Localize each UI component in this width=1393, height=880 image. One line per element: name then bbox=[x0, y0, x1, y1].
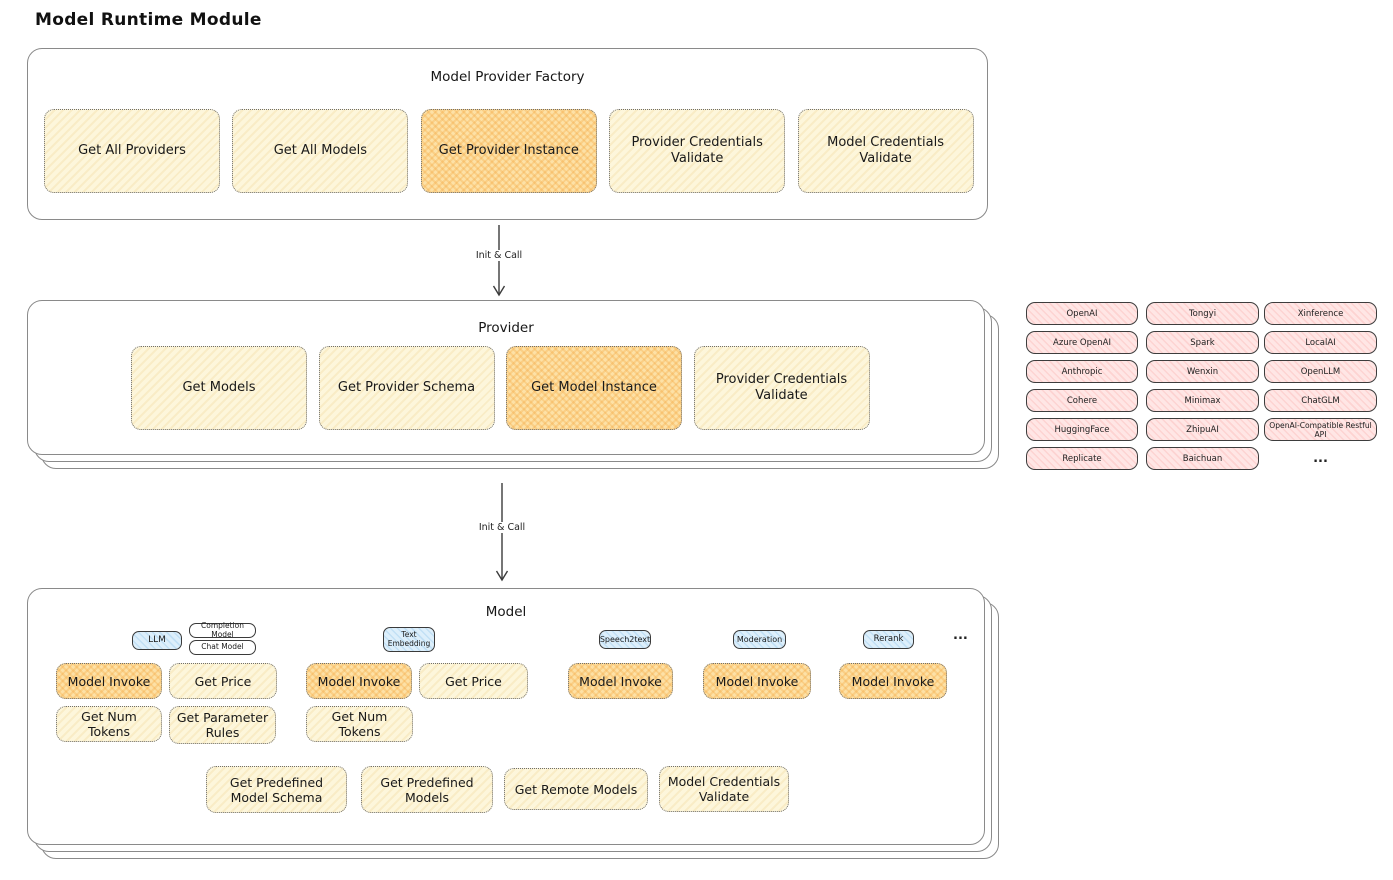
provider-item-xinference[interactable]: Xinference bbox=[1264, 302, 1377, 325]
tag-completion-model[interactable]: Completion Model bbox=[189, 621, 256, 638]
provider-list-column-1: OpenAI Azure OpenAI Anthropic Cohere Hug… bbox=[1026, 302, 1138, 470]
moderation-model-invoke-button[interactable]: Model Invoke bbox=[703, 663, 811, 699]
provider-item-localai[interactable]: LocalAI bbox=[1264, 331, 1377, 354]
get-model-instance-button[interactable]: Get Model Instance bbox=[506, 346, 682, 430]
tag-moderation[interactable]: Moderation bbox=[733, 630, 786, 649]
factory-button-row: Get All Providers Get All Models Get Pro… bbox=[44, 109, 974, 193]
down-arrow-icon bbox=[492, 225, 506, 297]
llm-get-parameter-rules-button[interactable]: Get Parameter Rules bbox=[169, 706, 276, 744]
provider-button-row: Get Models Get Provider Schema Get Model… bbox=[131, 346, 870, 430]
model-provider-factory-card[interactable]: Model Provider Factory Get All Providers… bbox=[27, 48, 988, 220]
provider-item-openllm[interactable]: OpenLLM bbox=[1264, 360, 1377, 383]
model-card[interactable]: Model LLM Completion Model Chat Model Te… bbox=[27, 588, 985, 845]
diagram-title: Model Runtime Module bbox=[35, 10, 262, 30]
model-tags-more-indicator: ... bbox=[953, 628, 968, 643]
tag-speech2text[interactable]: Speech2text bbox=[599, 630, 651, 649]
provider-item-spark[interactable]: Spark bbox=[1146, 331, 1259, 354]
provider-card-title: Provider bbox=[478, 320, 534, 336]
provider-list-more-indicator: ... bbox=[1313, 451, 1328, 466]
factory-card-title: Model Provider Factory bbox=[430, 69, 585, 85]
provider-item-openai[interactable]: OpenAI bbox=[1026, 302, 1138, 325]
llm-model-invoke-button[interactable]: Model Invoke bbox=[56, 663, 162, 699]
init-call-label-2: Init & Call bbox=[465, 522, 539, 533]
llm-get-num-tokens-button[interactable]: Get Num Tokens bbox=[56, 706, 162, 742]
provider-item-wenxin[interactable]: Wenxin bbox=[1146, 360, 1259, 383]
provider-item-anthropic[interactable]: Anthropic bbox=[1026, 360, 1138, 383]
provider-item-azure-openai[interactable]: Azure OpenAI bbox=[1026, 331, 1138, 354]
rerank-model-invoke-button[interactable]: Model Invoke bbox=[839, 663, 947, 699]
model-card-title: Model bbox=[485, 604, 527, 620]
speech2text-model-invoke-button[interactable]: Model Invoke bbox=[568, 663, 673, 699]
get-predefined-models-button[interactable]: Get Predefined Models bbox=[361, 766, 493, 813]
provider-item-zhipuai[interactable]: ZhipuAI bbox=[1146, 418, 1259, 441]
model-credentials-validate-button[interactable]: Model Credentials Validate bbox=[797, 109, 974, 193]
provider-list-column-3: Xinference LocalAI OpenLLM ChatGLM OpenA… bbox=[1264, 302, 1377, 470]
get-remote-models-button[interactable]: Get Remote Models bbox=[504, 768, 648, 810]
provider-credentials-validate-button-2[interactable]: Provider Credentials Validate bbox=[693, 346, 870, 430]
get-models-button[interactable]: Get Models bbox=[131, 346, 307, 430]
provider-card[interactable]: Provider Get Models Get Provider Schema … bbox=[27, 300, 985, 455]
embedding-model-invoke-button[interactable]: Model Invoke bbox=[306, 663, 412, 699]
provider-item-replicate[interactable]: Replicate bbox=[1026, 447, 1138, 470]
get-all-models-button[interactable]: Get All Models bbox=[232, 109, 409, 193]
llm-get-price-button[interactable]: Get Price bbox=[169, 663, 277, 699]
provider-item-openai-compatible[interactable]: OpenAI-Compatible Restful API bbox=[1264, 418, 1377, 441]
provider-item-chatglm[interactable]: ChatGLM bbox=[1264, 389, 1377, 412]
provider-item-huggingface[interactable]: HuggingFace bbox=[1026, 418, 1138, 441]
get-provider-schema-button[interactable]: Get Provider Schema bbox=[318, 346, 495, 430]
provider-item-tongyi[interactable]: Tongyi bbox=[1146, 302, 1259, 325]
tag-text-embedding[interactable]: Text Embedding bbox=[383, 627, 435, 652]
tag-llm[interactable]: LLM bbox=[132, 631, 182, 650]
provider-credentials-validate-button[interactable]: Provider Credentials Validate bbox=[609, 109, 786, 193]
embedding-get-num-tokens-button[interactable]: Get Num Tokens bbox=[306, 706, 413, 742]
tag-chat-model[interactable]: Chat Model bbox=[189, 640, 256, 655]
provider-item-cohere[interactable]: Cohere bbox=[1026, 389, 1138, 412]
provider-item-baichuan[interactable]: Baichuan bbox=[1146, 447, 1259, 470]
tag-rerank[interactable]: Rerank bbox=[863, 630, 914, 649]
provider-list-column-2: Tongyi Spark Wenxin Minimax ZhipuAI Baic… bbox=[1146, 302, 1259, 470]
get-predefined-model-schema-button[interactable]: Get Predefined Model Schema bbox=[206, 766, 347, 813]
model-credentials-validate-button-2[interactable]: Model Credentials Validate bbox=[659, 766, 789, 812]
get-provider-instance-button[interactable]: Get Provider Instance bbox=[420, 109, 597, 193]
get-all-providers-button[interactable]: Get All Providers bbox=[44, 109, 220, 193]
embedding-get-price-button[interactable]: Get Price bbox=[419, 663, 528, 699]
init-call-label-1: Init & Call bbox=[462, 250, 536, 261]
provider-item-minimax[interactable]: Minimax bbox=[1146, 389, 1259, 412]
